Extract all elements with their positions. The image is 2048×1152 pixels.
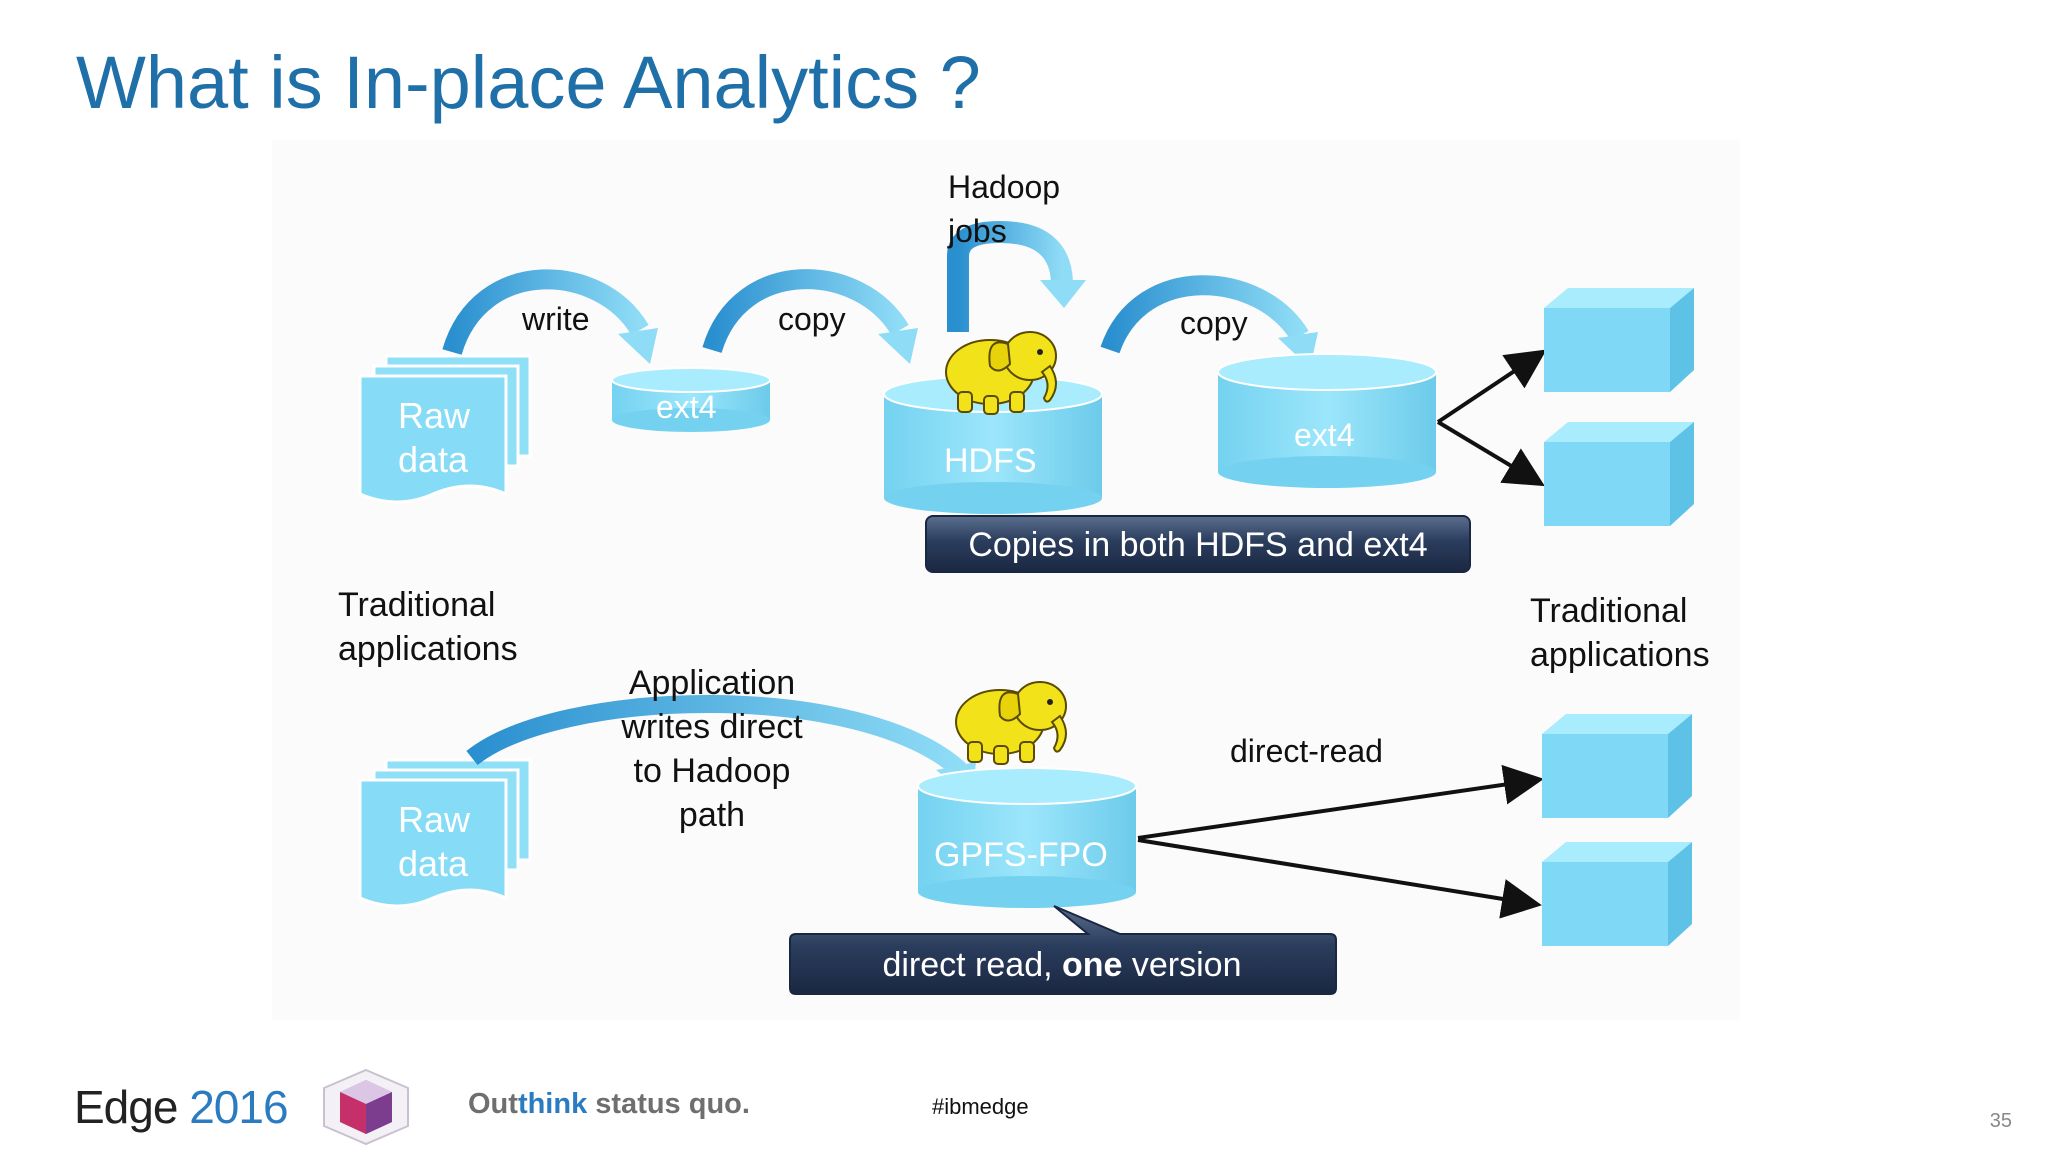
callout-bottom-text-post: version [1122, 946, 1241, 984]
app-box-top-2 [1544, 422, 1694, 526]
raw-data-bottom-label-1: Raw [398, 799, 471, 840]
callout-bottom-text: direct read, one version [882, 946, 1241, 984]
callout-bottom-text-pre: direct read, [882, 946, 1062, 984]
traditional-apps-left-1: Traditional [338, 586, 495, 624]
hadoop-jobs-label-2: jobs [947, 213, 1007, 249]
arrow-gpfs-to-app-1 [1137, 764, 1544, 840]
traditional-apps-right-1: Traditional [1530, 592, 1687, 630]
copy-label-1: copy [778, 301, 846, 337]
ext4-small-label: ext4 [656, 389, 716, 425]
tagline-out: Out [468, 1088, 518, 1120]
app-box-bottom-1 [1542, 714, 1692, 818]
app-box-top-1 [1544, 288, 1694, 392]
hdfs-label: HDFS [944, 442, 1037, 480]
hashtag: #ibmedge [932, 1094, 1029, 1119]
arrow-gpfs-to-app-2 [1137, 838, 1542, 919]
ext4-large-label: ext4 [1294, 417, 1354, 453]
raw-data-top-label-1: Raw [398, 395, 471, 436]
app-writes-label-1: Application [629, 664, 795, 702]
raw-data-stack-top [358, 354, 532, 504]
direct-read-label: direct-read [1230, 733, 1383, 769]
copy-label-2: copy [1180, 305, 1248, 341]
hadoop-jobs-arrow [947, 220, 1086, 332]
gpfs-fpo-label: GPFS-FPO [934, 836, 1108, 874]
app-writes-label-3: to Hadoop [634, 752, 791, 790]
raw-data-stack-bottom [358, 758, 532, 908]
edge-word: Edge [74, 1081, 178, 1133]
hadoop-jobs-label-1: Hadoop [948, 169, 1060, 205]
slide-title: What is In-place Analytics ? [76, 41, 981, 124]
callout-top-text: Copies in both HDFS and ext4 [968, 526, 1427, 564]
ibm-edge-cube-logo [323, 1068, 409, 1146]
raw-data-bottom-label-2: data [398, 843, 469, 884]
callout-bottom-text-bold: one [1062, 946, 1122, 984]
write-label: write [521, 301, 590, 337]
arrow-ext4-to-app-1 [1436, 349, 1547, 424]
ext4-small-cylinder [611, 367, 771, 432]
tagline: Outthink status quo. [468, 1088, 750, 1121]
tagline-think: think [517, 1088, 588, 1120]
traditional-apps-left-2: applications [338, 630, 518, 668]
app-writes-label-2: writes direct [620, 708, 803, 746]
page-number: 35 [1989, 1110, 2012, 1132]
callout-bottom [789, 905, 1337, 995]
ext4-large-cylinder [1217, 353, 1437, 488]
copy-arrow-1 [702, 269, 918, 364]
gpfs-fpo-cylinder [917, 767, 1137, 908]
raw-data-top-label-2: data [398, 439, 469, 480]
edge-year: 2016 [189, 1081, 288, 1133]
traditional-apps-right-2: applications [1530, 636, 1710, 674]
app-writes-label-4: path [679, 796, 745, 834]
callout-top [925, 515, 1471, 573]
app-box-bottom-2 [1542, 842, 1692, 946]
write-arrow [442, 269, 658, 364]
edge-2016-logo: Edge 2016 [74, 1080, 289, 1134]
tagline-rest: status quo. [587, 1088, 750, 1120]
arrow-ext4-to-app-2 [1436, 420, 1545, 487]
